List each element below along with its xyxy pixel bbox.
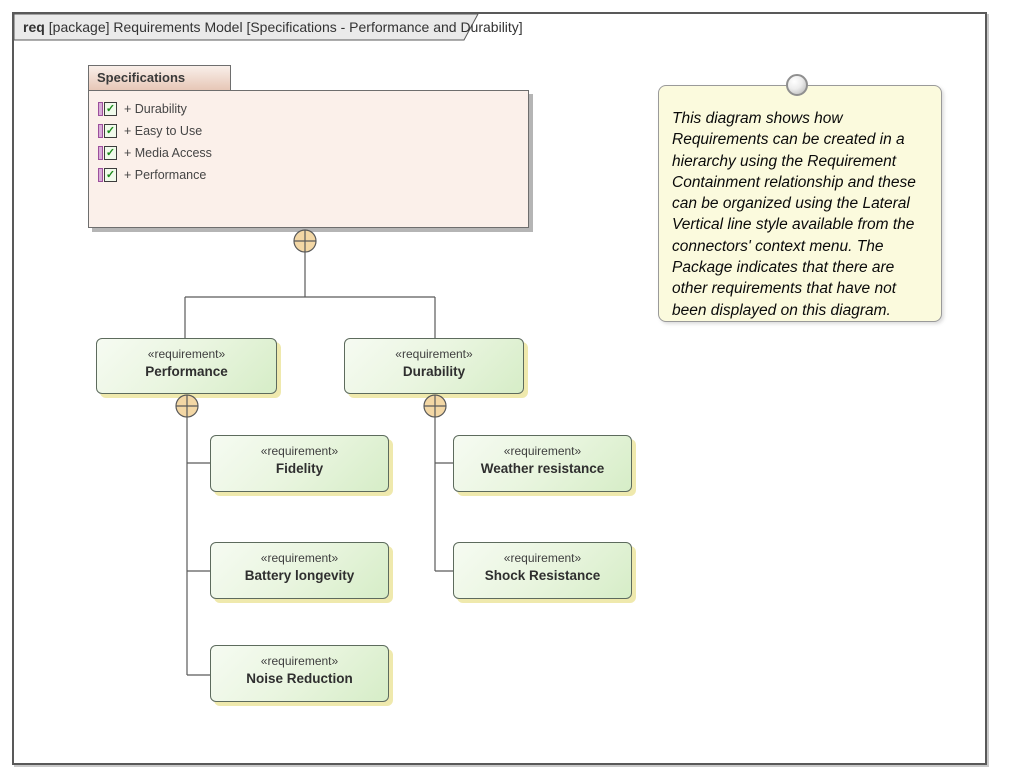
checkmark-icon: ✓ xyxy=(104,102,117,116)
requirement-name: Noise Reduction xyxy=(246,671,353,686)
requirement-stereotype: «requirement» xyxy=(260,444,339,458)
requirement-box-battery-longevity[interactable]: «requirement» Battery longevity xyxy=(210,542,389,599)
package-item-label: + Durability xyxy=(124,102,187,116)
package-item-durability[interactable]: ✓ + Durability xyxy=(89,98,528,120)
requirement-stereotype: «requirement» xyxy=(503,444,582,458)
requirement-box-durability[interactable]: «requirement» Durability xyxy=(344,338,524,394)
requirement-stereotype: «requirement» xyxy=(260,551,339,565)
package-item-easy-to-use[interactable]: ✓ + Easy to Use xyxy=(89,120,528,142)
containment-circle-icon xyxy=(423,394,447,418)
requirement-stereotype: «requirement» xyxy=(260,654,339,668)
package-item-label: + Performance xyxy=(124,168,207,182)
requirement-box-fidelity[interactable]: «requirement» Fidelity xyxy=(210,435,389,492)
requirement-item-icon: ✓ xyxy=(98,146,117,160)
checkmark-icon: ✓ xyxy=(104,146,117,160)
requirement-item-icon: ✓ xyxy=(98,168,117,182)
diagram-frame: req[package] Requirements Model [Specifi… xyxy=(12,12,987,765)
diagram-title-rest: [package] Requirements Model [Specificat… xyxy=(48,19,523,35)
requirement-item-icon: ✓ xyxy=(98,124,117,138)
diagram-title: req[package] Requirements Model [Specifi… xyxy=(23,14,523,40)
diagram-title-keyword: req xyxy=(23,19,45,35)
package-tab-specifications[interactable]: Specifications xyxy=(88,65,231,91)
package-item-label: + Media Access xyxy=(124,146,212,160)
requirement-bar-icon xyxy=(98,146,103,160)
containment-connector-performance[interactable] xyxy=(175,394,210,676)
requirement-box-performance[interactable]: «requirement» Performance xyxy=(96,338,277,394)
requirement-name: Durability xyxy=(402,364,466,379)
requirement-box-weather-resistance[interactable]: «requirement» Weather resistance xyxy=(453,435,632,492)
checkmark-icon: ✓ xyxy=(104,124,117,138)
containment-circle-icon xyxy=(293,229,317,253)
requirement-stereotype: «requirement» xyxy=(147,347,226,361)
package-item-label: + Easy to Use xyxy=(124,124,203,138)
requirement-stereotype: «requirement» xyxy=(395,347,473,361)
containment-connector-package[interactable] xyxy=(184,229,436,338)
package-item-performance[interactable]: ✓ + Performance xyxy=(89,164,528,186)
containment-connector-durability[interactable] xyxy=(423,394,453,572)
requirement-name: Weather resistance xyxy=(480,461,605,476)
requirement-name: Shock Resistance xyxy=(484,568,601,583)
requirement-name: Fidelity xyxy=(275,461,324,476)
requirement-name: Battery longevity xyxy=(244,568,355,583)
requirement-name: Performance xyxy=(145,364,228,379)
requirement-box-shock-resistance[interactable]: «requirement» Shock Resistance xyxy=(453,542,632,599)
note-pin-icon xyxy=(786,74,808,96)
containment-circle-icon xyxy=(175,394,199,418)
requirement-item-icon: ✓ xyxy=(98,102,117,116)
requirement-stereotype: «requirement» xyxy=(503,551,582,565)
checkmark-icon: ✓ xyxy=(104,168,117,182)
requirement-bar-icon xyxy=(98,124,103,138)
package-body-specifications[interactable]: ✓ + Durability ✓ + Easy to Use ✓ + Media… xyxy=(88,90,529,228)
package-item-media-access[interactable]: ✓ + Media Access xyxy=(89,142,528,164)
requirement-bar-icon xyxy=(98,168,103,182)
requirement-bar-icon xyxy=(98,102,103,116)
requirement-box-noise-reduction[interactable]: «requirement» Noise Reduction xyxy=(210,645,389,702)
diagram-title-tab-shape xyxy=(14,14,479,41)
